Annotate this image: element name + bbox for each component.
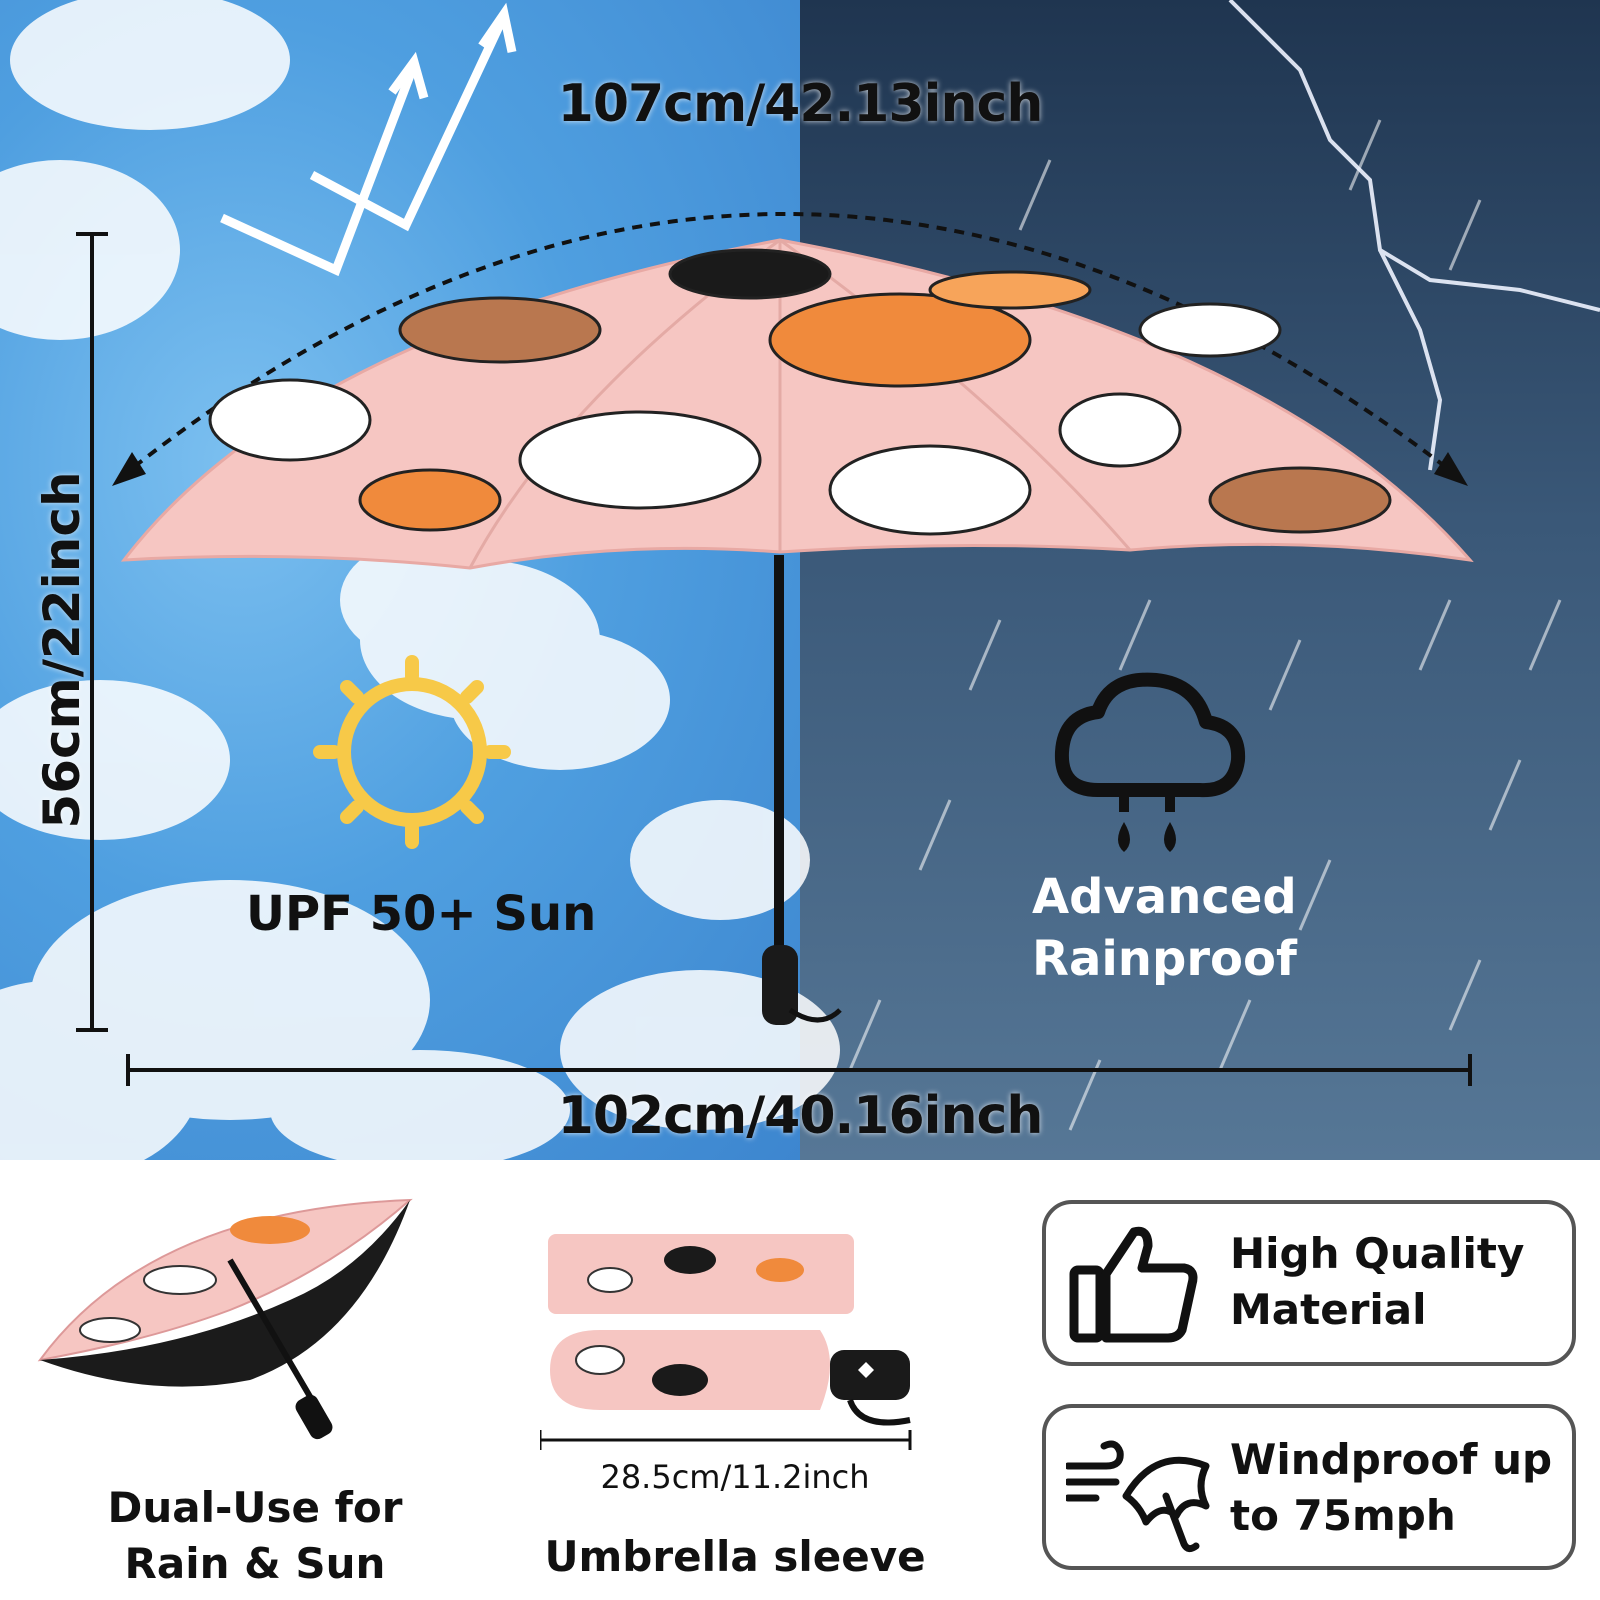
rainproof-line1: Advanced <box>1032 869 1297 925</box>
windproof-card-text: Windproof up to 75mph <box>1230 1432 1570 1544</box>
height-dimension-line <box>76 232 108 1032</box>
width-dimension-label: 102cm/40.16inch <box>557 1086 1044 1146</box>
rain-cloud-icon <box>1054 672 1246 852</box>
windproof-line2: to 75mph <box>1230 1491 1456 1540</box>
folded-length-label: 28.5cm/11.2inch <box>600 1458 870 1496</box>
hero-scene: 107cm/42.13inch 102cm/40.16inch 56cm/22i… <box>0 0 1600 1160</box>
wind-umbrella-icon <box>1066 1440 1210 1553</box>
height-dimension-label: 56cm/22inch <box>33 471 91 829</box>
dual-use-caption: Dual-Use for Rain & Sun <box>60 1480 450 1592</box>
umbrella-illustration <box>120 238 1474 1025</box>
cat-pattern <box>208 248 1392 536</box>
hero-graphics <box>0 0 1600 1160</box>
quality-card-text: High Quality Material <box>1230 1226 1570 1338</box>
thumbs-up-icon <box>1069 1226 1198 1343</box>
umbrella-sleeve-image <box>540 1234 912 1450</box>
windproof-feature-card: Windproof up to 75mph <box>1042 1404 1576 1570</box>
open-umbrella-image <box>37 1198 413 1440</box>
sun-icon <box>313 655 511 849</box>
dual-use-line1: Dual-Use for <box>107 1483 403 1532</box>
arc-dimension-label: 107cm/42.13inch <box>557 74 1044 134</box>
sleeve-caption: Umbrella sleeve <box>544 1532 926 1581</box>
clouds <box>0 0 840 1160</box>
uv-arrows-icon <box>220 2 517 277</box>
dual-use-line2: Rain & Sun <box>124 1539 386 1588</box>
upf-label: UPF 50+ Sun <box>246 886 597 942</box>
quality-line2: Material <box>1230 1285 1427 1334</box>
quality-feature-card: High Quality Material <box>1042 1200 1576 1366</box>
stormy-sky <box>800 0 1600 1160</box>
rainproof-line2: Rainproof <box>1032 931 1297 987</box>
rainproof-label: Advanced Rainproof <box>1032 866 1297 990</box>
arc-dimension-arrow <box>118 212 1462 480</box>
width-dimension-line <box>126 1054 1472 1086</box>
windproof-line1: Windproof up <box>1230 1435 1553 1484</box>
quality-line1: High Quality <box>1230 1229 1525 1278</box>
lightning-bolt <box>1228 0 1600 471</box>
